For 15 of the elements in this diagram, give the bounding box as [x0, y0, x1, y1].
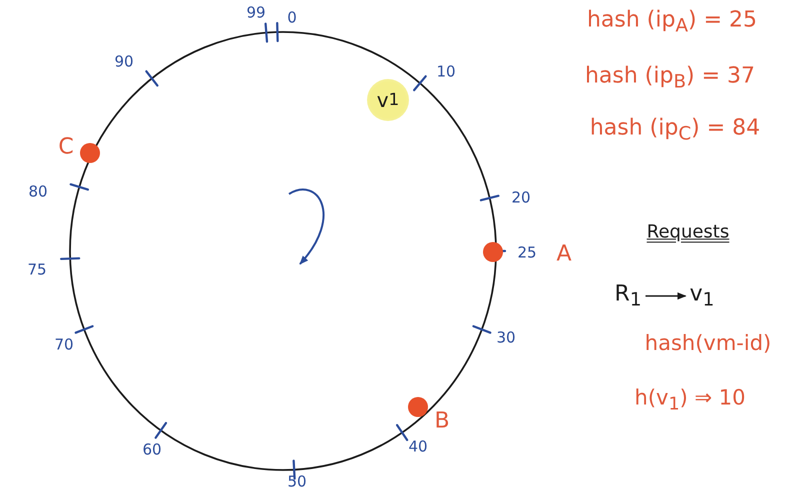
vm-label: v$_{1}$: [690, 281, 714, 311]
heading: Requests: [646, 222, 730, 244]
tick-label: 99: [246, 4, 266, 22]
tick-label: 20: [511, 189, 531, 207]
tick-label: 25: [517, 244, 537, 262]
formula-text: hash (ip$_{A}$) = 25: [586, 7, 758, 37]
request-label: R$_{1}$: [614, 281, 642, 311]
arrow: [646, 292, 686, 300]
tick-label: 75: [27, 261, 47, 279]
server-label: A: [556, 241, 572, 267]
formula-text: h(v$_{1}$) ⇒ 10: [634, 385, 746, 415]
formula-text: hash (ip$_{C}$) = 84: [590, 115, 760, 145]
formula-text: hash(vm-id): [644, 330, 772, 356]
formula-text: hash (ip$_{B}$) = 37: [584, 63, 756, 93]
tick-label: 80: [28, 183, 48, 201]
